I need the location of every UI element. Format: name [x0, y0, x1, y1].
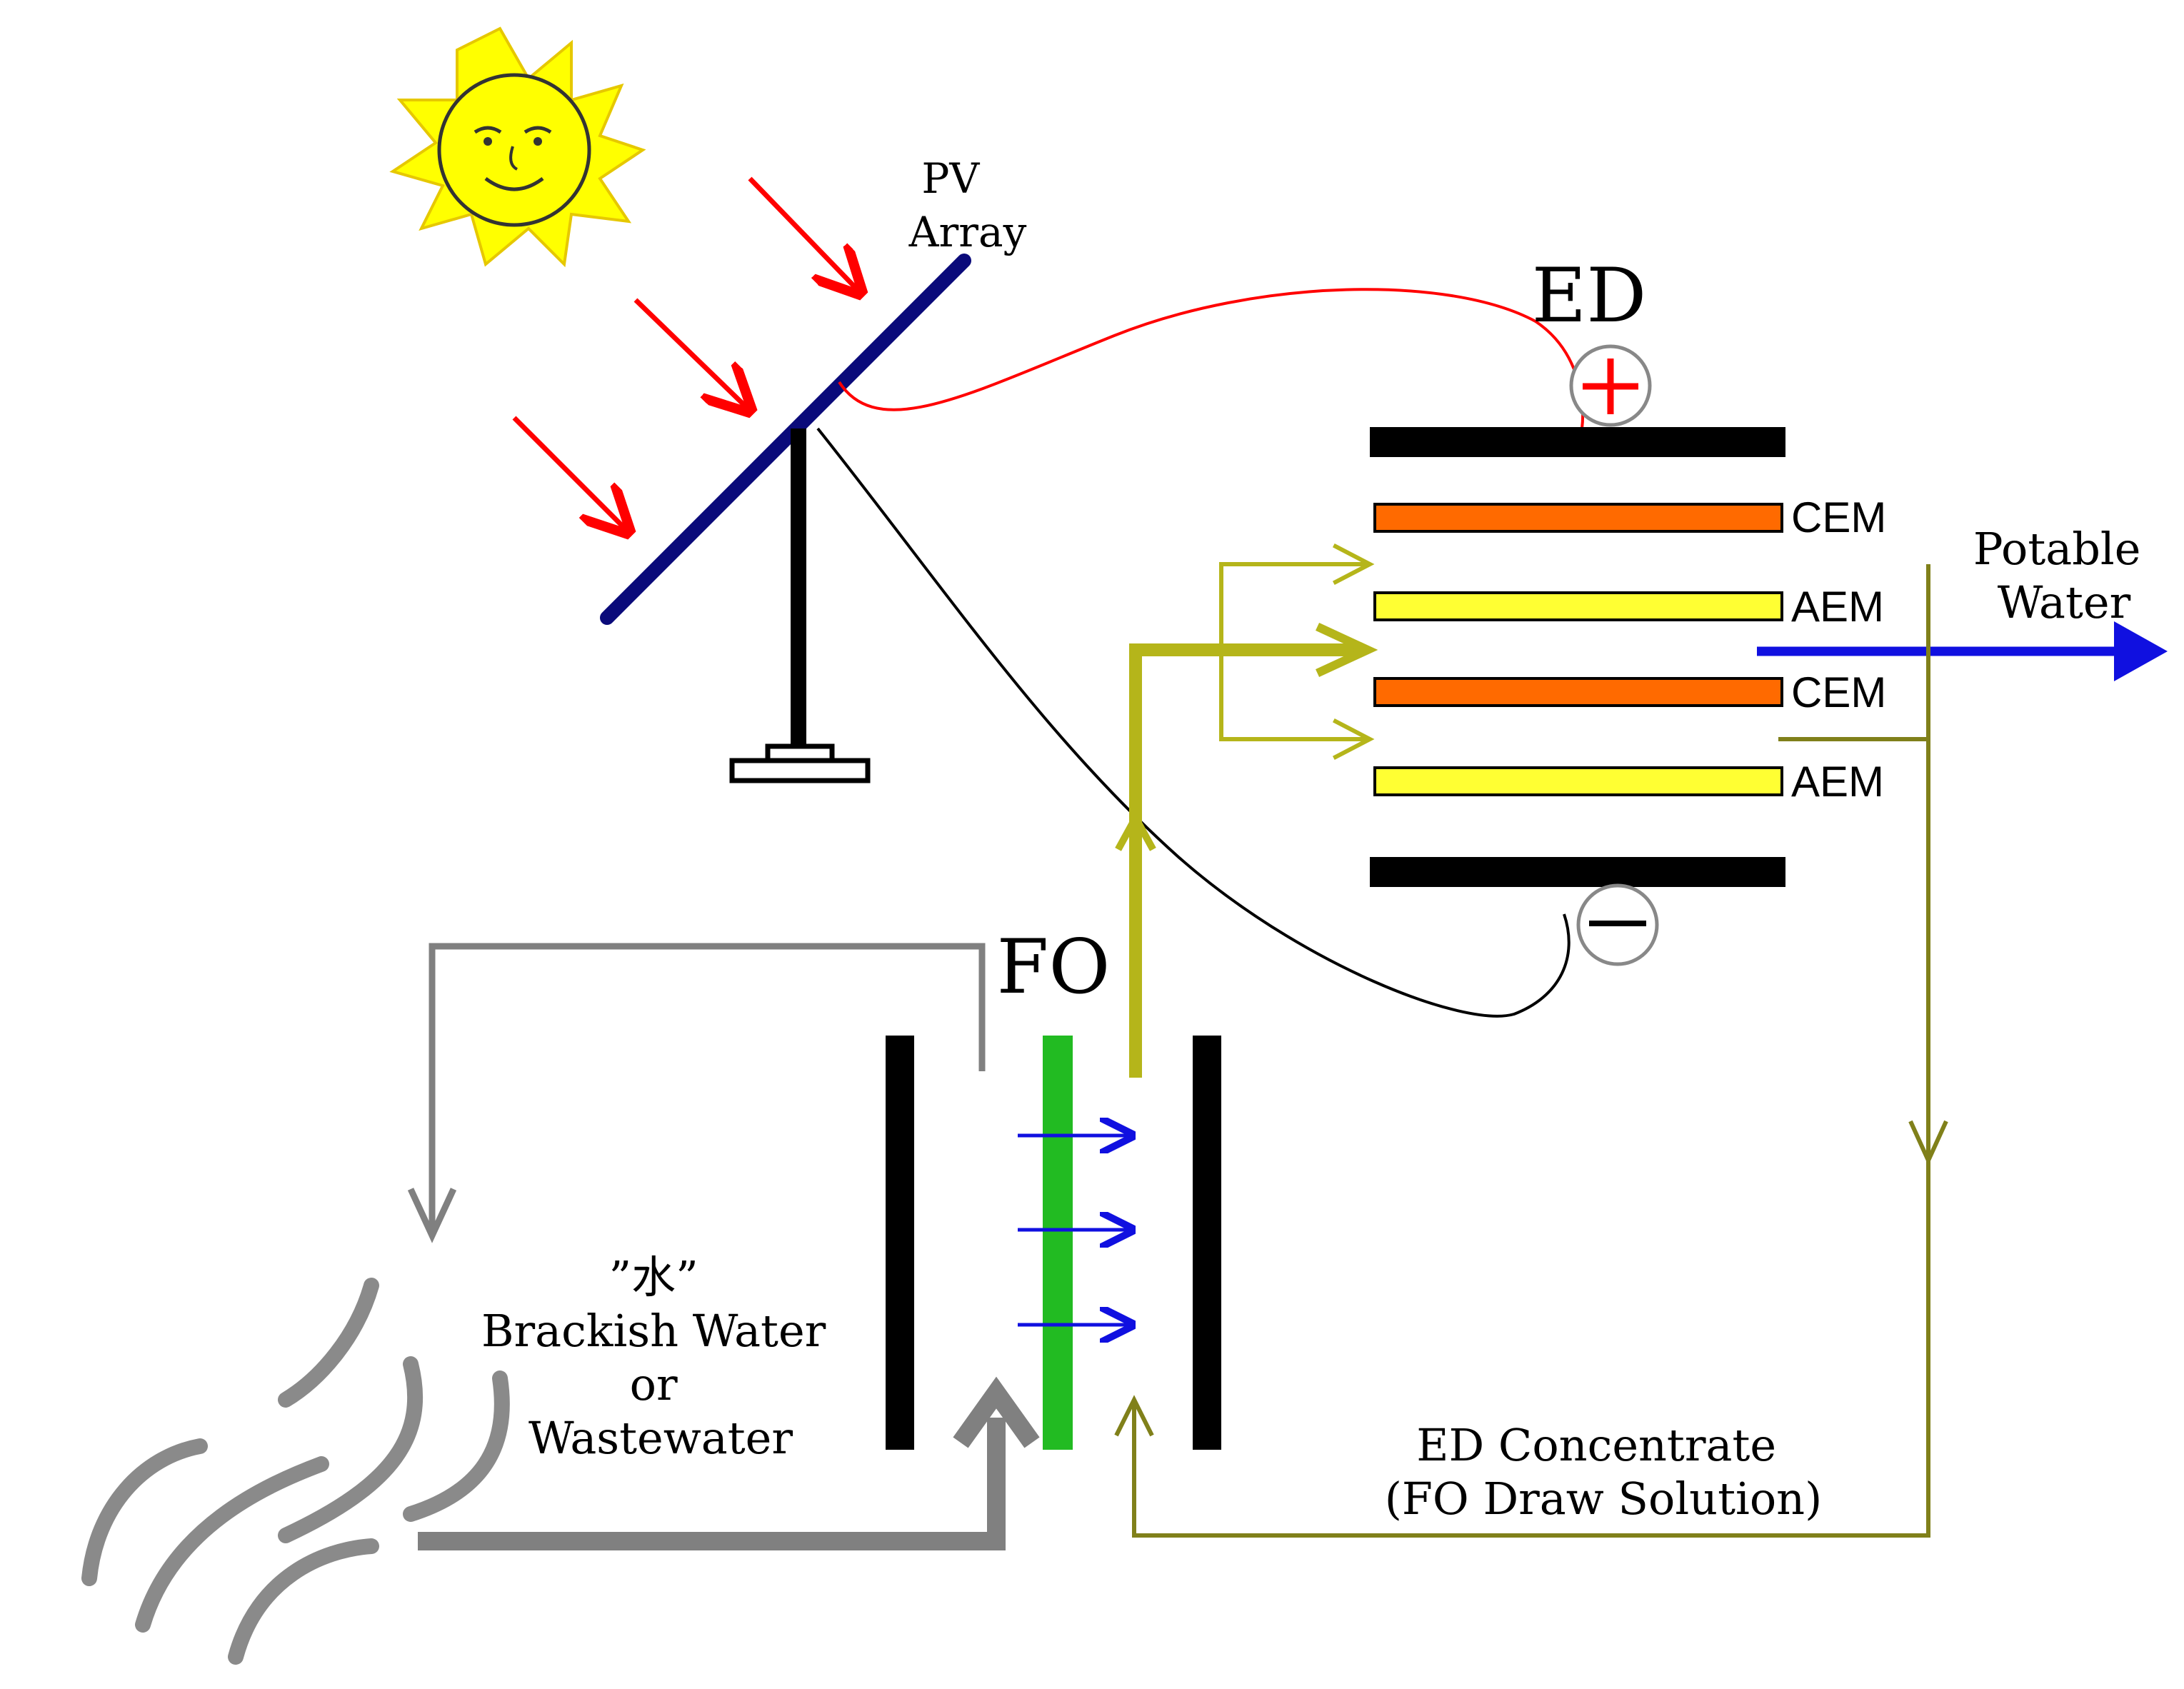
draw-solution-flow — [1115, 543, 1378, 1078]
membrane-label: CEM — [1791, 668, 1886, 716]
negative-wire — [816, 427, 1571, 1018]
plus-terminal-icon — [1569, 344, 1652, 427]
fo-wall-right — [1193, 1036, 1221, 1450]
membrane-label: CEM — [1791, 493, 1886, 541]
ray-arrow-icon — [512, 416, 625, 528]
ed-anode — [1370, 427, 1785, 457]
concentrate-flow — [1114, 564, 1948, 1538]
membrane-aem — [1373, 591, 1783, 621]
pv-panel-icon — [600, 254, 971, 783]
membrane-label: AEM — [1791, 583, 1884, 631]
membrane-aem — [1373, 766, 1783, 796]
positive-wire — [838, 288, 1585, 429]
ray-arrow-icon — [748, 176, 857, 289]
sunray-arrows — [512, 176, 857, 528]
minus-terminal-icon — [1576, 883, 1659, 966]
water-flux-arrows — [1018, 1136, 1128, 1325]
membrane-label: AEM — [1791, 758, 1884, 806]
ray-arrow-icon — [633, 298, 746, 407]
ed-cathode — [1370, 857, 1785, 887]
membrane-cem — [1373, 503, 1783, 533]
fo-membrane — [1043, 1036, 1073, 1450]
feed-label: ”水” Brackish Water or Wastewater — [481, 1251, 840, 1464]
concentrate-label: ED Concentrate (FO Draw Solution) — [1385, 1419, 1823, 1525]
ed-label: ED — [1532, 252, 1647, 339]
ed-membranes: CEM AEM CEM AEM — [1373, 493, 1886, 806]
water-wave-icon — [81, 1278, 510, 1665]
fo-label: FO — [997, 923, 1111, 1011]
pv-label: PV Array — [908, 154, 1027, 256]
fo-wall-left — [886, 1036, 914, 1450]
membrane-cem — [1373, 677, 1783, 707]
potable-label: Potable Water — [1973, 523, 2155, 628]
sun-icon — [389, 26, 646, 268]
feed-flow — [407, 943, 1040, 1550]
